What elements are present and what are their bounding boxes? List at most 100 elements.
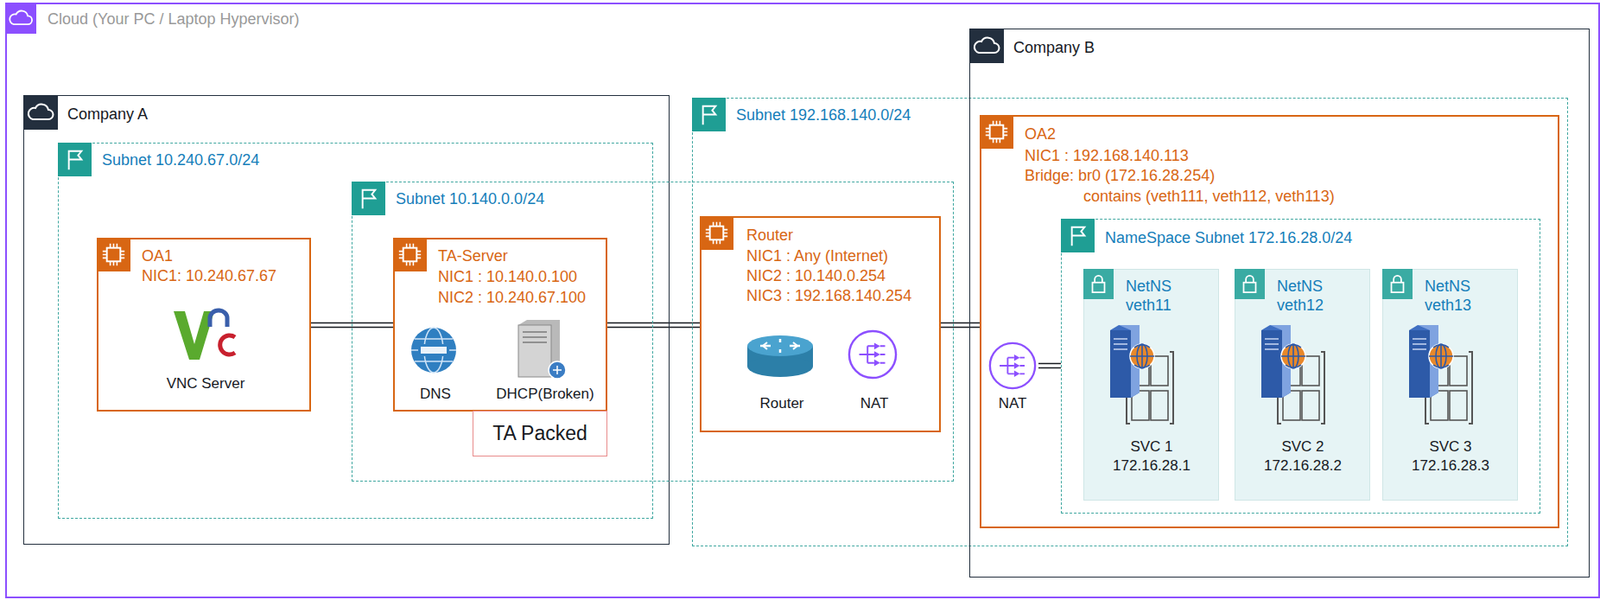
text-slot: Cloud (Your PC / Laptop Hypervisor) <box>47 9 299 29</box>
instance-label: OA2 <box>1024 124 1056 144</box>
link-wire <box>1038 367 1061 369</box>
subnet-title: NameSpace Subnet 172.16.28.0/24 <box>1104 228 1353 248</box>
dhcp-server-icon-part <box>548 361 566 379</box>
text-slot: NAT <box>860 393 889 413</box>
router-icon-part <box>747 335 813 356</box>
dns-globe-icon-part <box>411 327 457 373</box>
subnet-icons-part <box>351 181 386 216</box>
instance-box: NATNetNS veth11SVC 1172.16.28.1NetNS vet… <box>979 114 1560 528</box>
instance-label: OA1 <box>141 246 173 266</box>
group-title: Company A <box>67 104 148 124</box>
instance-label: NIC1: 10.240.67.67 <box>141 266 277 286</box>
router-icon <box>747 335 813 377</box>
subnet-group: OA1NIC1: 10.240.67.67VNC Server Subnet 10… <box>57 142 654 519</box>
icon-label: DNS <box>419 384 451 404</box>
router-icon-part <box>747 355 813 377</box>
instance-label: Router <box>746 225 794 245</box>
subnet-icons-part <box>692 97 726 132</box>
dhcp-server-icon-part <box>522 331 547 343</box>
text-slot: Router <box>759 393 804 413</box>
link-wire <box>940 326 980 329</box>
group-icons-part <box>23 95 58 130</box>
text-slot: Company B <box>1013 38 1095 58</box>
icon-label: NAT <box>998 393 1028 413</box>
router-icon-part <box>747 345 813 367</box>
nat-icons-part <box>990 342 1035 388</box>
text-slot: Subnet 192.168.140.0/24 <box>736 105 911 125</box>
namespace-box: NetNS veth12SVC 2172.16.28.2 <box>1234 268 1371 501</box>
instance-icons-part <box>699 215 734 250</box>
dns-globe-icon-part <box>411 338 457 362</box>
package-tag: TA Packed <box>472 410 608 457</box>
namespace-title: NetNS veth13 <box>1424 276 1505 315</box>
dns-globe-icon-part <box>420 346 447 354</box>
dhcp-server-icon-part <box>552 365 562 375</box>
dhcp-server-icon-part <box>518 319 560 377</box>
instance-icons-part <box>96 237 131 272</box>
group-icons <box>5 2 1004 130</box>
namespace-box: NetNS veth13SVC 3172.16.28.3 <box>1382 268 1518 501</box>
subnet-group: NetNS veth11SVC 1172.16.28.1NetNS veth12… <box>1060 218 1541 514</box>
text-slot: 172.16.28.2 <box>1263 456 1342 476</box>
icon-label: SVC 2 <box>1281 437 1324 457</box>
text-slot: NetNS veth12 <box>1276 276 1357 315</box>
subnet-title: Subnet 192.168.140.0/24 <box>736 105 911 125</box>
text-slot: NIC2 : 10.140.0.254 <box>746 266 886 286</box>
instance-box: OA1NIC1: 10.240.67.67VNC Server <box>96 237 312 412</box>
router-icon-part <box>760 338 800 353</box>
text-slot: NAT <box>998 393 1028 413</box>
dhcp-server-icon-part <box>518 324 552 377</box>
text-slot: Bridge: br0 (172.16.28.254) <box>1024 165 1215 185</box>
icon-label: Router <box>759 393 804 413</box>
instance-box: RouterNIC1 : Any (Internet)NIC2 : 10.140… <box>699 215 941 432</box>
icon-label: SVC 3 <box>1428 437 1472 457</box>
text-slot: NIC1: 10.240.67.67 <box>141 266 277 286</box>
text-slot: NetNS veth13 <box>1424 276 1505 315</box>
icon-label: NAT <box>860 393 889 413</box>
company-group: OA1NIC1: 10.240.67.67VNC Server Subnet 10… <box>23 95 670 545</box>
dns-globe-icon <box>411 327 457 373</box>
subnet-title: Subnet 10.140.0.0/24 <box>395 189 545 209</box>
subnet-icons-part <box>57 142 92 177</box>
region-title: Cloud (Your PC / Laptop Hypervisor) <box>47 9 299 29</box>
instance-label: TA-Server <box>438 246 508 266</box>
text-slot: contains (veth111, veth112, veth113) <box>1083 186 1335 206</box>
instance-label: NIC3 : 192.168.140.254 <box>746 285 912 305</box>
vnc-logo-part <box>209 310 228 327</box>
network-link <box>607 323 700 328</box>
cloud-region: OA1NIC1: 10.240.67.67VNC Server Subnet 10… <box>5 2 1600 598</box>
instance-label: NIC1 : 10.140.0.100 <box>438 266 578 286</box>
group-title: Company B <box>1013 38 1095 58</box>
text-slot: NIC3 : 192.168.140.254 <box>746 285 912 305</box>
text-slot: VNC Server <box>166 374 246 394</box>
namespace-box: NetNS veth11SVC 1172.16.28.1 <box>1083 268 1220 501</box>
subnet-title: Subnet 10.240.67.0/24 <box>101 150 260 170</box>
network-link <box>1038 363 1061 369</box>
text-slot: 172.16.28.3 <box>1411 456 1490 476</box>
group-icons-part <box>5 2 37 34</box>
dhcp-server-icon <box>518 319 566 379</box>
link-wire <box>607 322 700 324</box>
text-slot: Subnet 10.240.67.0/24 <box>101 150 260 170</box>
icon-label: 172.16.28.3 <box>1411 456 1490 476</box>
text-slot: Router <box>746 225 794 245</box>
icon-label: VNC Server <box>166 374 246 394</box>
text-slot: DHCP(Broken) <box>495 384 594 404</box>
instance-box: TA-ServerNIC1 : 10.140.0.100NIC2 : 10.24… <box>393 237 608 412</box>
namespace-title: NetNS veth11 <box>1125 276 1206 315</box>
text-slot: OA2 <box>1024 124 1056 144</box>
network-link <box>940 323 980 328</box>
text-slot: NIC2 : 10.240.67.100 <box>438 287 586 307</box>
text-slot: Subnet 10.140.0.0/24 <box>395 189 545 209</box>
text-slot: NameSpace Subnet 172.16.28.0/24 <box>1104 228 1353 248</box>
instance-label: NIC2 : 10.240.67.100 <box>438 287 586 307</box>
icon-label: DHCP(Broken) <box>495 384 594 404</box>
instance-label: contains (veth111, veth112, veth113) <box>1083 186 1335 206</box>
instance-label: NIC2 : 10.140.0.254 <box>746 266 886 286</box>
subnet-icons-part <box>1060 218 1095 253</box>
router-icon-part <box>762 342 798 350</box>
text-slot: TA-Server <box>438 246 508 266</box>
link-wire <box>1038 362 1061 365</box>
text-slot: SVC 2 <box>1281 437 1324 457</box>
